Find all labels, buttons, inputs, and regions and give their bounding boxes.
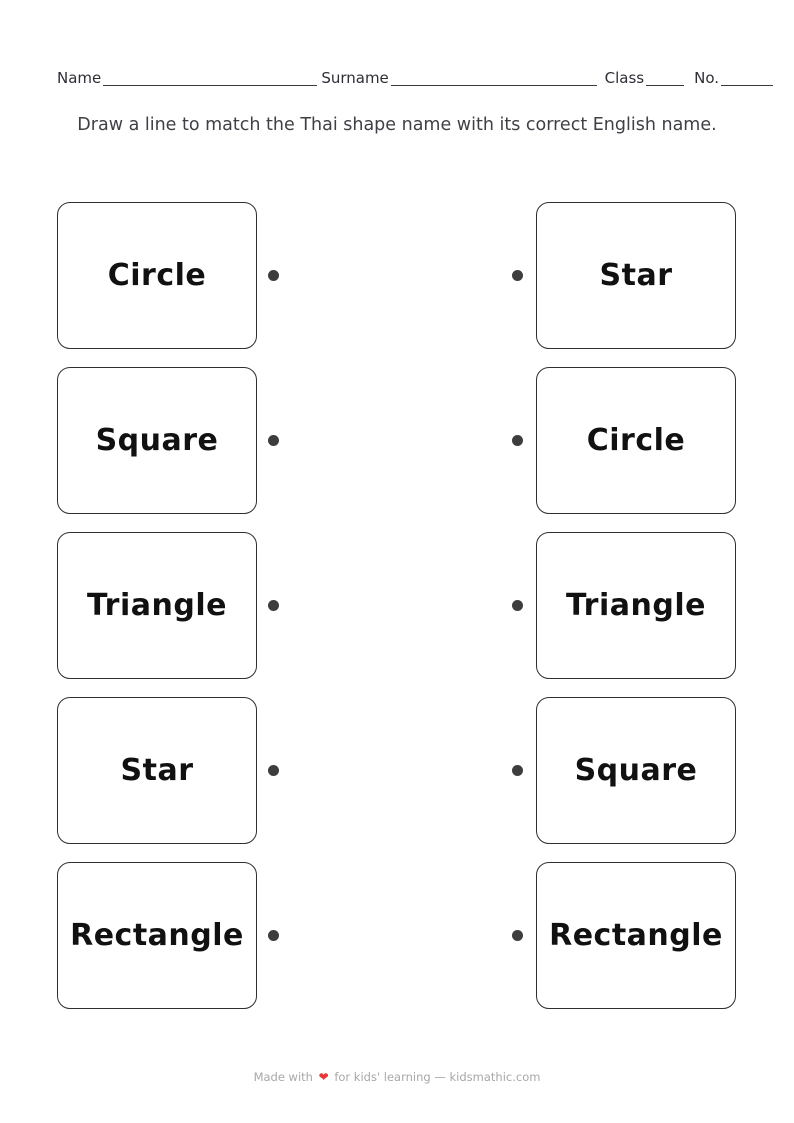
shape-label: Star [120,753,194,788]
class-label: Class [604,69,645,87]
shape-card: Triangle [57,532,257,679]
shape-label: Square [95,423,219,458]
connector-dot[interactable] [268,270,279,281]
surname-label: Surname [321,69,389,87]
match-row: Circle [57,202,279,349]
connector-dot[interactable] [512,600,523,611]
footer-credit: Made with ❤ for kids' learning — kidsmat… [0,1070,794,1084]
shape-card: Triangle [536,532,736,679]
shape-card: Rectangle [57,862,257,1009]
shape-card: Circle [57,202,257,349]
match-row: Rectangle [57,862,279,1009]
shape-label: Rectangle [549,918,723,953]
connector-dot[interactable] [268,765,279,776]
connector-dot[interactable] [512,765,523,776]
connector-dot[interactable] [268,930,279,941]
shape-label: Triangle [566,588,706,623]
match-row: Star [512,202,736,349]
match-row: Square [57,367,279,514]
shape-label: Square [574,753,698,788]
name-blank-line[interactable] [103,72,318,86]
match-row: Star [57,697,279,844]
match-row: Square [512,697,736,844]
shape-label: Circle [107,258,207,293]
connector-dot[interactable] [268,435,279,446]
name-label: Name [57,69,102,87]
shape-card: Rectangle [536,862,736,1009]
instruction-text: Draw a line to match the Thai shape name… [77,115,717,135]
class-blank-line[interactable] [646,72,685,86]
shape-card: Circle [536,367,736,514]
match-row: Triangle [57,532,279,679]
shape-card: Star [536,202,736,349]
shape-card: Star [57,697,257,844]
shape-card: Square [57,367,257,514]
match-row: Rectangle [512,862,736,1009]
heart-icon: ❤ [318,1070,329,1084]
shape-card: Square [536,697,736,844]
shape-label: Star [599,258,673,293]
connector-dot[interactable] [512,435,523,446]
no-label: No. [694,69,719,87]
surname-blank-line[interactable] [390,72,597,86]
connector-dot[interactable] [512,930,523,941]
match-row: Triangle [512,532,736,679]
match-row: Circle [512,367,736,514]
connector-dot[interactable] [512,270,523,281]
footer-suffix: for kids' learning — kidsmathic.com [334,1070,541,1084]
shape-label: Rectangle [70,918,244,953]
shape-label: Triangle [87,588,227,623]
header-fill-in-row: Name Surname Class No. [57,70,773,87]
no-blank-line[interactable] [721,72,773,86]
footer-prefix: Made with [253,1070,313,1084]
shape-label: Circle [586,423,686,458]
connector-dot[interactable] [268,600,279,611]
